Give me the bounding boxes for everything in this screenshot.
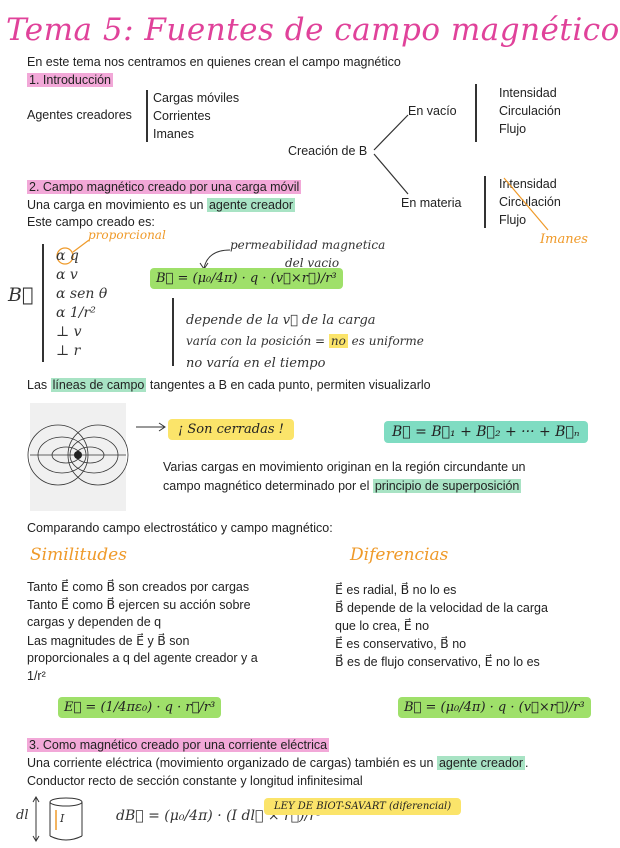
perp-v: ⊥ v bbox=[56, 324, 82, 340]
biot-savart-label: LEY DE BIOT-SAVART (diferencial) bbox=[264, 798, 462, 815]
strike-marks bbox=[503, 177, 549, 231]
sim-item-5: proporcionales a q del agente creador y … bbox=[27, 651, 258, 665]
diferencias-heading: Diferencias bbox=[350, 545, 449, 565]
perp-r: ⊥ r bbox=[56, 343, 81, 359]
depende-tree bbox=[172, 298, 174, 366]
comparando-text: Comparando campo electrostático y campo … bbox=[27, 521, 333, 535]
dif-item-4: E⃗ es conservativo, B⃗ no bbox=[335, 637, 467, 651]
section-2-heading: 2. Campo magnético creado por una carga … bbox=[27, 180, 302, 194]
en-vacio-label: En vacío bbox=[408, 104, 457, 118]
no-highlight: no bbox=[328, 334, 348, 348]
dif-item-2: B⃗ depende de la velocidad de la carga bbox=[335, 601, 548, 615]
proporcional-note: proporcional bbox=[88, 228, 166, 242]
permeabilidad-note: permeabilidad magnetica bbox=[230, 238, 386, 252]
del-vacio-note: del vacio bbox=[285, 256, 340, 270]
sim-item-6: 1/r² bbox=[27, 669, 46, 683]
vacio-item-circulacion: Circulación bbox=[499, 104, 561, 118]
en-materia-label: En materia bbox=[401, 196, 462, 210]
materia-item-circulacion: Circulación bbox=[499, 195, 561, 209]
field-lines-image bbox=[27, 403, 129, 511]
brace-vacio bbox=[475, 84, 477, 142]
sim-item-1: Tanto E⃗ como B⃗ son creados por cargas bbox=[27, 580, 250, 594]
dl-label: dl bbox=[16, 808, 29, 823]
proporcional-circle bbox=[56, 239, 90, 265]
prop-q: α q bbox=[56, 248, 79, 264]
agente-item-cargas: Cargas móviles bbox=[153, 91, 240, 105]
imanes-note: Imanes bbox=[540, 232, 588, 247]
arrow-to-cerradas bbox=[136, 422, 166, 432]
sec2-line2: Este campo creado es: bbox=[27, 215, 155, 229]
lineas-c: tangentes a B en cada punto, permiten vi… bbox=[146, 378, 431, 392]
varias-line-1: Varias cargas en movimiento originan en … bbox=[163, 460, 526, 474]
sec3-line1c: . bbox=[525, 756, 529, 770]
brace-materia bbox=[484, 176, 486, 228]
lineas-highlight: líneas de campo bbox=[50, 378, 147, 392]
son-cerradas-box: ¡ Son cerradas ! bbox=[168, 419, 294, 440]
agentes-label: Agentes creadores bbox=[27, 108, 132, 122]
agente-creador-highlight-2: agente creador bbox=[436, 756, 526, 770]
current-label: I bbox=[60, 812, 65, 825]
agente-creador-highlight: agente creador bbox=[206, 198, 296, 212]
prop-sen: α sen θ bbox=[56, 286, 108, 302]
section-3-heading: 3. Como magnético creado por una corrien… bbox=[27, 738, 330, 752]
depende-item-3: no varía en el tiempo bbox=[186, 356, 326, 371]
superposicion-formula: B⃗ = B⃗₁ + B⃗₂ + ··· + B⃗ₙ bbox=[384, 421, 588, 443]
branch-lines bbox=[373, 114, 409, 195]
sec3-line2: Conductor recto de sección constante y l… bbox=[27, 774, 363, 788]
formula-e: E⃗ = (1/4πε₀) · q · r⃗/r³ bbox=[58, 697, 222, 718]
depende-item-1: depende de la v⃗ de la carga bbox=[186, 313, 376, 328]
brace-proporcional bbox=[42, 244, 44, 362]
materia-item-intensidad: Intensidad bbox=[499, 177, 557, 191]
materia-item-flujo: Flujo bbox=[499, 213, 527, 227]
varias-line-2a: campo magnético determinado por el bbox=[163, 479, 373, 493]
vacio-item-intensidad: Intensidad bbox=[499, 86, 557, 100]
lineas-a: Las bbox=[27, 378, 51, 392]
similitudes-heading: Similitudes bbox=[30, 545, 127, 565]
dif-item-3: que lo crea, E⃗ no bbox=[335, 619, 430, 633]
agente-item-imanes: Imanes bbox=[153, 127, 194, 141]
brace-agentes bbox=[146, 90, 148, 142]
prop-r2: α 1/r² bbox=[56, 305, 96, 321]
prop-v: α v bbox=[56, 267, 78, 283]
sec3-line1a: Una corriente eléctrica (movimiento orga… bbox=[27, 756, 437, 770]
conductor-drawing bbox=[32, 796, 83, 842]
creacion-label: Creación de B bbox=[288, 144, 368, 158]
vacio-item-flujo: Flujo bbox=[499, 122, 527, 136]
page-title: Tema 5: Fuentes de campo magnético bbox=[6, 12, 620, 48]
sim-item-2: Tanto E⃗ como B⃗ ejercen su acción sobre bbox=[27, 598, 251, 612]
sim-item-4: Las magnitudes de E⃗ y B⃗ son bbox=[27, 634, 190, 648]
formula-b-carga: B⃗ = (μ₀/4π) · q · (v⃗×r⃗)/r³ bbox=[150, 268, 343, 289]
formula-b-compare: B⃗ = (μ₀/4π) · q · (v⃗×r⃗)/r³ bbox=[398, 697, 591, 718]
sec2-line1a: Una carga en movimiento es un bbox=[27, 198, 207, 212]
dif-item-1: E⃗ es radial, B⃗ no lo es bbox=[335, 583, 457, 597]
b-vector-symbol: B⃗ bbox=[8, 284, 34, 306]
depende-item-2: varía con la posición = bbox=[186, 334, 329, 348]
sim-item-3: cargas y dependen de q bbox=[27, 615, 162, 629]
dif-item-5: B⃗ es de flujo conservativo, E⃗ no lo es bbox=[335, 655, 540, 669]
section-1-heading: 1. Introducción bbox=[27, 73, 113, 87]
agente-item-corrientes: Corrientes bbox=[153, 109, 211, 123]
superposicion-highlight: principio de superposición bbox=[372, 479, 522, 493]
depende-item-2b: es uniforme bbox=[347, 334, 424, 348]
intro-text: En este tema nos centramos en quienes cr… bbox=[27, 55, 401, 69]
